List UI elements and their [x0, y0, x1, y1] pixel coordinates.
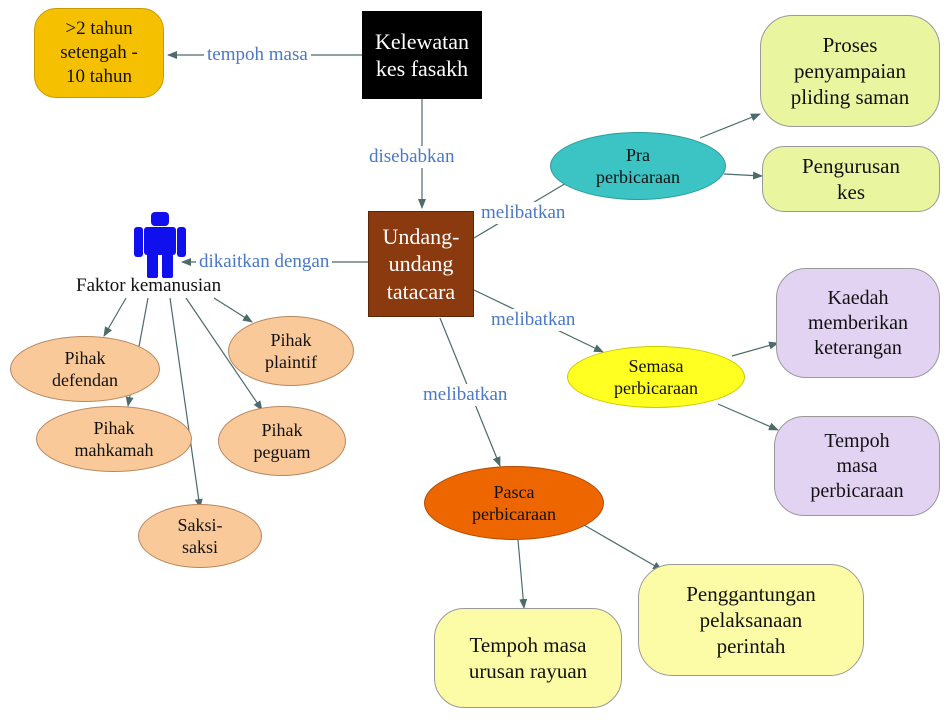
node-pihak-defendan: Pihak defendan	[10, 336, 160, 402]
edge-faktor-to-peguam	[185, 297, 263, 411]
node-tempoh-range: >2 tahun setengah - 10 tahun	[34, 8, 164, 98]
edge-faktor-to-defendan	[103, 297, 127, 337]
node-saksi-saksi: Saksi- saksi	[138, 504, 262, 568]
node-pasca-perbicaraan: Pasca perbicaraan	[424, 466, 604, 540]
label-melibatkan-pra: melibatkan	[478, 202, 569, 224]
faktor-kemanusian-label: Faktor kemanusian	[76, 275, 222, 296]
edge-semasa-to-kaedah	[731, 341, 779, 357]
label-melibatkan-semasa: melibatkan	[488, 309, 579, 331]
node-proses-penyampaian: Proses penyampaian pliding saman	[760, 15, 940, 127]
edge-pasca-to-rayuan	[517, 539, 528, 609]
edge-pra-to-pengurusan	[723, 171, 763, 180]
node-tempoh-masa-urusan-rayuan: Tempoh masa urusan rayuan	[434, 608, 622, 708]
node-undang-undang-tatacara: Undang- undang tatacara	[368, 211, 474, 317]
label-tempoh-masa: tempoh masa	[204, 44, 311, 66]
edge-faktor-to-saksi	[169, 297, 203, 509]
edge-pasca-to-penggantungan	[583, 524, 663, 571]
label-disebabkan: disebabkan	[366, 146, 458, 168]
edge-pra-to-proses	[699, 113, 761, 139]
node-pengurusan-kes: Pengurusan kes	[762, 146, 940, 212]
label-dikaitkan: dikaitkan dengan	[196, 251, 333, 273]
node-pihak-mahkamah: Pihak mahkamah	[36, 406, 192, 472]
node-kaedah-memberikan-keterangan: Kaedah memberikan keterangan	[776, 268, 940, 378]
edge-faktor-to-plaintif	[213, 297, 253, 323]
node-semasa-perbicaraan: Semasa perbicaraan	[567, 346, 745, 408]
node-pra-perbicaraan: Pra perbicaraan	[550, 132, 726, 200]
edge-semasa-to-tempoh	[717, 403, 779, 431]
node-pihak-peguam: Pihak peguam	[218, 406, 346, 476]
node-kelewatan-kes-fasakh: Kelewatan kes fasakh	[362, 11, 482, 99]
node-pihak-plaintif: Pihak plaintif	[228, 316, 354, 386]
node-penggantungan-pelaksanaan: Penggantungan pelaksanaan perintah	[638, 564, 864, 676]
label-melibatkan-pasca: melibatkan	[420, 384, 511, 406]
node-tempoh-masa-perbicaraan: Tempoh masa perbicaraan	[774, 416, 940, 516]
person-icon	[130, 212, 190, 278]
